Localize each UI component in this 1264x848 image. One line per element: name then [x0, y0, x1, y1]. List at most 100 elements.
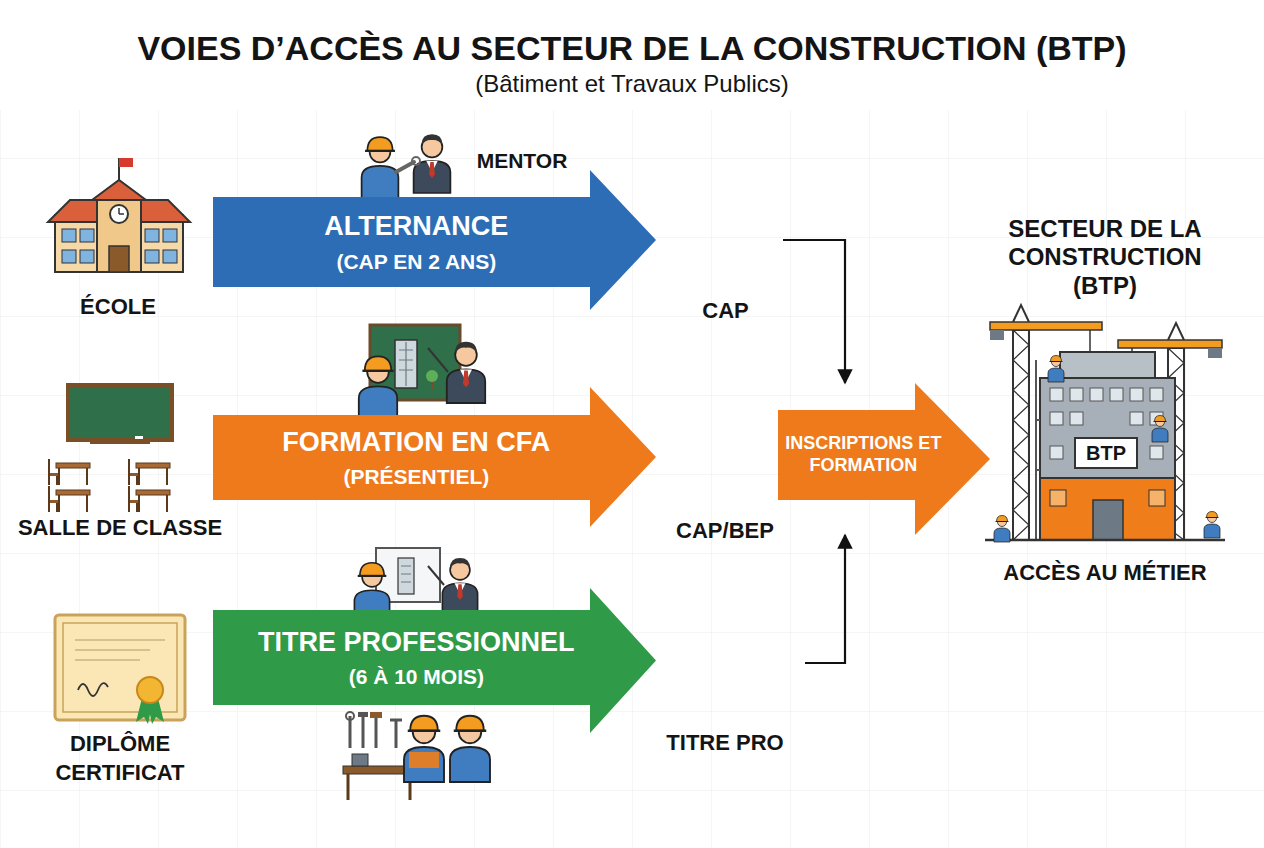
workshop-icon	[352, 754, 368, 766]
mentor-icon	[362, 134, 451, 198]
arrow-body	[213, 170, 656, 310]
construction-site-icon	[1013, 305, 1029, 322]
enrolment-arrow: INSCRIPTIONS ET FORMATION	[778, 383, 990, 535]
teacher-icon	[431, 382, 433, 390]
workshop-icon	[350, 716, 376, 748]
connector-line	[805, 535, 845, 663]
construction-site-icon	[1048, 356, 1064, 383]
arrow-body	[778, 383, 990, 535]
pathway-arrow: ALTERNANCE (CAP EN 2 ANS)	[213, 170, 656, 310]
arrow-heading: FORMATION EN CFA	[282, 426, 550, 458]
diploma-node: DIPLÔME CERTIFICAT	[30, 605, 210, 795]
arrow-shape	[213, 387, 656, 527]
construction-site-icon	[1130, 388, 1143, 401]
construction-site-icon	[1090, 388, 1103, 401]
construction-site-icon	[985, 305, 1225, 542]
arrow-text-box: ALTERNANCE (CAP EN 2 ANS)	[213, 197, 620, 287]
school-icon	[119, 208, 124, 214]
teacher-icon	[359, 325, 485, 420]
node-label: CAP	[668, 298, 783, 324]
mentor-label: MENTOR	[462, 148, 582, 173]
node-label: ÉCOLE	[28, 294, 208, 320]
construction-site-icon	[994, 516, 1010, 543]
teacher-icon	[359, 356, 397, 420]
construction-site-icon	[1040, 378, 1175, 478]
classroom-icon	[48, 486, 90, 512]
construction-site-icon	[1208, 348, 1222, 358]
school-icon	[163, 250, 177, 263]
diagram-title: VOIES D’ACCÈS AU SECTEUR DE LA CONSTRUCT…	[0, 28, 1264, 69]
connector-line	[783, 240, 845, 383]
construction-site-icon	[1060, 352, 1155, 378]
construction-site-icon	[1150, 446, 1163, 459]
diploma-icon	[137, 677, 163, 703]
construction-site-icon	[1168, 323, 1184, 340]
arrow-shape	[213, 588, 656, 733]
school-icon	[92, 180, 146, 200]
diploma-icon	[55, 615, 185, 720]
teacher-icon	[399, 342, 413, 386]
school-icon	[80, 250, 94, 263]
background-grid	[0, 110, 1264, 848]
classroom-icon	[68, 385, 172, 440]
trainer-icon	[428, 566, 444, 585]
school-icon	[109, 246, 129, 272]
construction-site-icon	[1149, 490, 1165, 506]
classroom-icon	[90, 440, 150, 444]
workshop-icon	[404, 716, 444, 782]
school-icon	[62, 250, 76, 263]
certificate-node: TITRE PRO	[645, 615, 805, 760]
school-icon	[119, 158, 133, 167]
diploma-icon	[55, 615, 185, 724]
arrow-text-box: INSCRIPTIONS ET FORMATION	[778, 410, 949, 500]
classroom-node: SALLE DE CLASSE	[0, 380, 240, 550]
workshop-icon	[390, 720, 402, 748]
diploma-icon	[75, 640, 165, 660]
construction-site-icon	[1050, 388, 1063, 401]
construction-site-icon	[1050, 490, 1066, 506]
arrow-subtext: (6 À 10 MOIS)	[349, 664, 484, 689]
construction-site-icon	[1075, 438, 1137, 468]
trainer-icon	[398, 558, 414, 594]
arrow-heading: ALTERNANCE	[324, 210, 508, 242]
school-icon	[97, 197, 141, 272]
arrow-subtext: (PRÉSENTIEL)	[343, 464, 489, 489]
construction-site-icon	[1204, 512, 1220, 539]
diploma-icon	[63, 623, 177, 712]
construction-site-icon	[1040, 478, 1175, 540]
school-node: ÉCOLE	[28, 170, 208, 325]
arrow-body	[213, 387, 656, 527]
mentor-icon	[362, 137, 399, 198]
construction-site-icon	[1050, 412, 1063, 425]
construction-site-icon	[990, 330, 1004, 340]
teacher-icon	[428, 348, 448, 372]
arrow-heading: INSCRIPTIONS ET FORMATION	[778, 433, 949, 476]
arrow-body	[213, 588, 656, 733]
workshop-icon	[370, 712, 382, 718]
teacher-icon	[395, 340, 417, 388]
classroom-icon	[48, 385, 172, 512]
trainer-icon	[401, 566, 411, 582]
node-label: SECTEUR DE LA CONSTRUCTION (BTP)	[985, 215, 1225, 300]
construction-site-icon	[1150, 388, 1163, 401]
construction-site-icon	[1118, 340, 1222, 348]
school-icon	[163, 229, 177, 242]
arrow-text-box: FORMATION EN CFA (PRÉSENTIEL)	[213, 415, 620, 500]
construction-site-icon	[1013, 330, 1029, 540]
teacher-icon	[426, 370, 438, 382]
pathway-arrow: FORMATION EN CFA (PRÉSENTIEL)	[213, 387, 656, 527]
pathway-arrow: TITRE PROFESSIONNEL(6 À 10 MOIS)	[213, 588, 656, 733]
workshop-icon	[343, 712, 490, 800]
node-label: TITRE PRO	[645, 730, 805, 756]
school-icon	[145, 229, 159, 242]
construction-site-icon	[1152, 416, 1168, 443]
subtitle: (Bâtiment et Travaux Publics)	[0, 70, 1264, 99]
construction-site-icon	[985, 539, 1225, 542]
construction-site-icon	[1070, 412, 1083, 425]
workshop-icon	[346, 712, 354, 720]
construction-site-icon	[1110, 388, 1123, 401]
construction-site-icon	[1036, 360, 1040, 540]
node-text: BTP	[1075, 438, 1137, 468]
construction-site-icon	[1130, 412, 1143, 425]
arrow-subtext: (CAP EN 2 ANS)	[336, 249, 496, 274]
